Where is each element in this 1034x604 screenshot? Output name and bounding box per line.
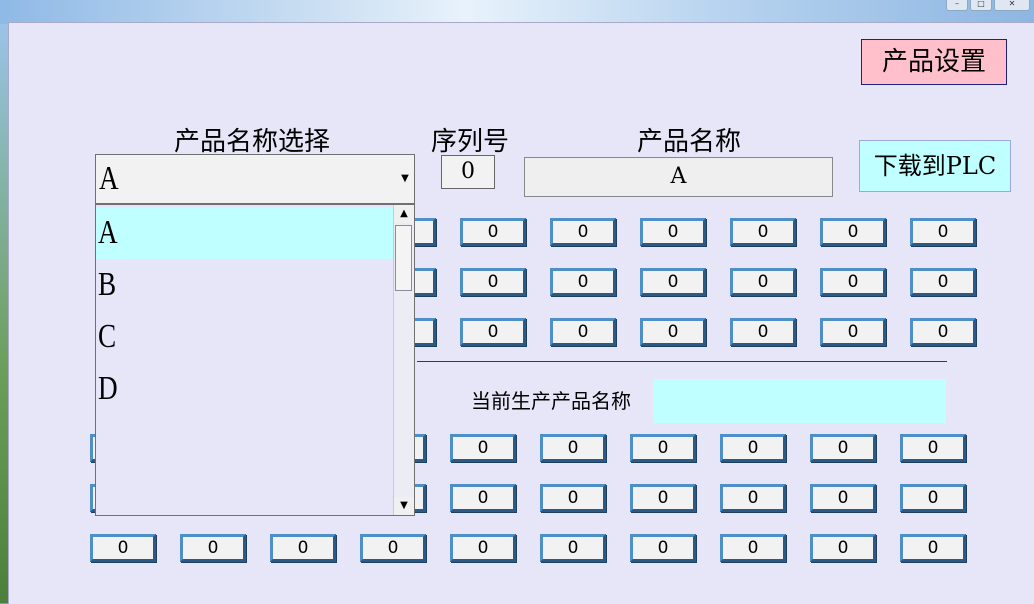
top-grid-cell[interactable]: 0 (910, 218, 976, 246)
bottom-grid-cell[interactable]: 0 (540, 534, 606, 562)
current-product-label: 当前生产产品名称 (471, 389, 631, 413)
scrollbar-thumb[interactable] (395, 225, 412, 291)
bottom-grid-cell[interactable]: 0 (540, 484, 606, 512)
bottom-grid-cell[interactable]: 0 (810, 434, 876, 462)
bottom-grid-cell[interactable]: 0 (540, 434, 606, 462)
scroll-down-icon[interactable]: ▼ (394, 497, 414, 515)
top-grid-cell[interactable]: 0 (730, 318, 796, 346)
top-grid-cell[interactable]: 0 (640, 318, 706, 346)
desktop-background (0, 0, 1034, 24)
top-grid-cell[interactable]: 0 (550, 318, 616, 346)
bottom-grid-cell[interactable]: 0 (810, 484, 876, 512)
bottom-grid-cell[interactable]: 0 (360, 534, 426, 562)
product-select-label: 产品名称选择 (174, 127, 331, 157)
product-name-label: 产品名称 (637, 127, 742, 157)
bottom-grid-cell[interactable]: 0 (720, 484, 786, 512)
section-divider (417, 361, 947, 362)
bottom-grid-cell[interactable]: 0 (630, 484, 696, 512)
bottom-grid-cell[interactable]: 0 (720, 434, 786, 462)
bottom-grid-cell[interactable]: 0 (900, 434, 966, 462)
bottom-grid-cell[interactable]: 0 (90, 534, 156, 562)
desktop-edge (0, 24, 8, 603)
top-grid-cell[interactable]: 0 (460, 218, 526, 246)
dropdown-option[interactable]: D (98, 370, 118, 407)
top-grid-cell[interactable]: 0 (910, 318, 976, 346)
top-grid-cell[interactable]: 0 (910, 268, 976, 296)
product-name-field[interactable]: A (524, 157, 833, 197)
download-to-plc-button[interactable]: 下载到PLC (859, 140, 1011, 192)
bottom-grid-cell[interactable]: 0 (630, 434, 696, 462)
bottom-grid-cell[interactable]: 0 (450, 484, 516, 512)
top-grid-cell[interactable]: 0 (820, 218, 886, 246)
top-grid-cell[interactable]: 0 (550, 268, 616, 296)
scroll-up-icon[interactable]: ▲ (394, 205, 414, 223)
combo-selected-value: A (99, 160, 119, 197)
top-grid-cell[interactable]: 0 (460, 268, 526, 296)
bottom-grid-cell[interactable]: 0 (900, 534, 966, 562)
top-grid-cell[interactable]: 0 (460, 318, 526, 346)
maximize-icon[interactable]: □ (970, 0, 992, 11)
dropdown-option[interactable]: C (98, 318, 117, 355)
top-grid-cell[interactable]: 0 (640, 218, 706, 246)
dropdown-option[interactable]: B (98, 266, 117, 303)
bottom-grid-cell[interactable]: 0 (180, 534, 246, 562)
minimize-icon[interactable]: – (946, 0, 968, 11)
window-controls: – □ ✕ (946, 0, 1030, 12)
serial-field[interactable]: 0 (441, 155, 495, 189)
product-select-combo[interactable]: A ▼ (95, 154, 415, 204)
current-product-field (653, 379, 946, 423)
top-grid-cell[interactable]: 0 (730, 268, 796, 296)
bottom-grid-cell[interactable]: 0 (270, 534, 336, 562)
top-grid-cell[interactable]: 0 (820, 318, 886, 346)
chevron-down-icon[interactable]: ▼ (401, 173, 409, 184)
bottom-grid-cell[interactable]: 0 (900, 484, 966, 512)
product-settings-button[interactable]: 产品设置 (861, 39, 1007, 85)
top-grid-cell[interactable]: 0 (730, 218, 796, 246)
bottom-grid-cell[interactable]: 0 (450, 434, 516, 462)
product-select-dropdown: A B C D ▲ ▼ (95, 204, 415, 516)
dropdown-scrollbar[interactable]: ▲ ▼ (393, 205, 414, 515)
dropdown-option[interactable]: A (96, 207, 394, 259)
top-grid-cell[interactable]: 0 (640, 268, 706, 296)
bottom-grid-cell[interactable]: 0 (450, 534, 516, 562)
bottom-grid-cell[interactable]: 0 (630, 534, 696, 562)
close-icon[interactable]: ✕ (994, 0, 1030, 11)
top-grid-cell[interactable]: 0 (550, 218, 616, 246)
bottom-grid-cell[interactable]: 0 (720, 534, 786, 562)
serial-label: 序列号 (431, 127, 510, 157)
bottom-grid-cell[interactable]: 0 (810, 534, 876, 562)
top-grid-cell[interactable]: 0 (820, 268, 886, 296)
